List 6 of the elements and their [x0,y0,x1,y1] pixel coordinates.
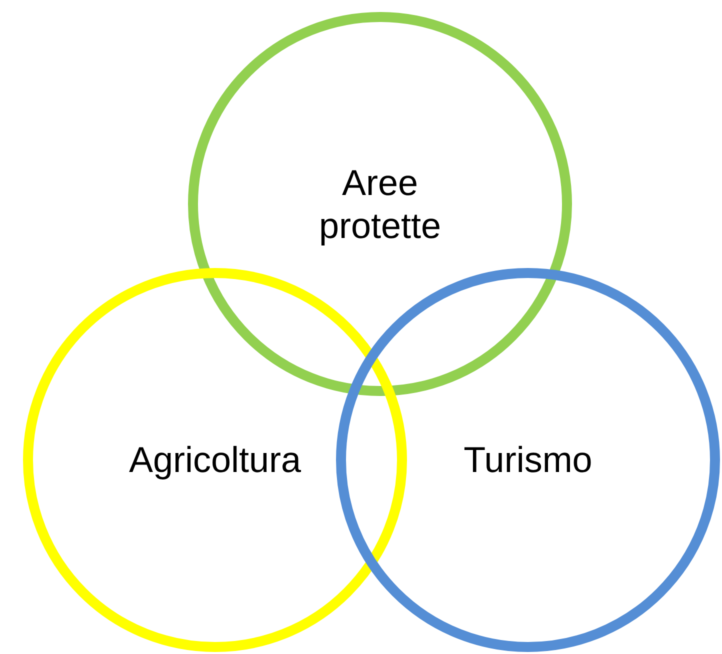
venn-circle [336,268,720,652]
circle-label: Aree protette [318,160,442,248]
circle-label: Agricoltura [128,438,302,482]
circle-label: Turismo [464,438,592,482]
venn-circle [188,12,572,396]
venn-circle [23,268,407,652]
